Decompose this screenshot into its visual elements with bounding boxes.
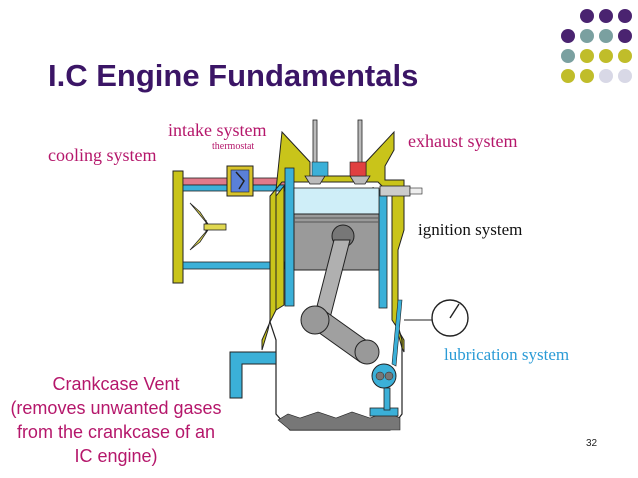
- decorative-dot: [599, 9, 613, 23]
- ignition-system-label: ignition system: [418, 220, 523, 239]
- decorative-dot: [599, 29, 613, 43]
- crankshaft: [300, 305, 380, 365]
- engine-block: [261, 130, 405, 353]
- crankcase-vent-line: from the crankcase of an: [16, 422, 216, 442]
- thermostat-box: [226, 165, 254, 197]
- crankcase-vent-note: Crankcase Vent (removes unwanted gases f…: [0, 372, 232, 468]
- lubrication-system-label: lubrication system: [444, 345, 570, 364]
- decorative-dot: [599, 69, 613, 83]
- decorative-dot: [580, 9, 594, 23]
- decorative-dot: [599, 49, 613, 63]
- decorative-dot: [561, 69, 575, 83]
- page-number: 32: [586, 438, 598, 449]
- crankcase-vent-pipe: [229, 351, 277, 399]
- crankcase-vent-line: Crankcase Vent: [52, 374, 180, 394]
- decorative-dot: [580, 69, 594, 83]
- intake-system-label: intake system: [168, 120, 267, 140]
- oil-pump-icon: [369, 363, 399, 417]
- exhaust-valve: [349, 119, 371, 185]
- slide-title: I.C Engine Fundamentals: [48, 58, 419, 93]
- decorative-dot: [561, 29, 575, 43]
- decorative-dot: [580, 29, 594, 43]
- decorative-dot: [618, 69, 632, 83]
- decorative-dot: [580, 49, 594, 63]
- crankcase-vent-line: (removes unwanted gases: [10, 398, 222, 418]
- decorative-dot-grid: [561, 9, 632, 83]
- thermostat-label: thermostat: [212, 141, 255, 152]
- combustion-chamber: [293, 187, 380, 215]
- oil-line: [391, 299, 432, 367]
- radiator: [172, 170, 184, 284]
- cooling-system-label: cooling system: [48, 145, 157, 165]
- exhaust-system-label: exhaust system: [408, 131, 518, 151]
- crankcase-vent-line: IC engine): [74, 446, 158, 466]
- fan-icon: [189, 202, 227, 251]
- intake-valve: [304, 119, 329, 185]
- decorative-dot: [618, 9, 632, 23]
- decorative-dot: [561, 49, 575, 63]
- gauge-icon: [431, 299, 469, 337]
- decorative-dot: [618, 49, 632, 63]
- decorative-dot: [618, 29, 632, 43]
